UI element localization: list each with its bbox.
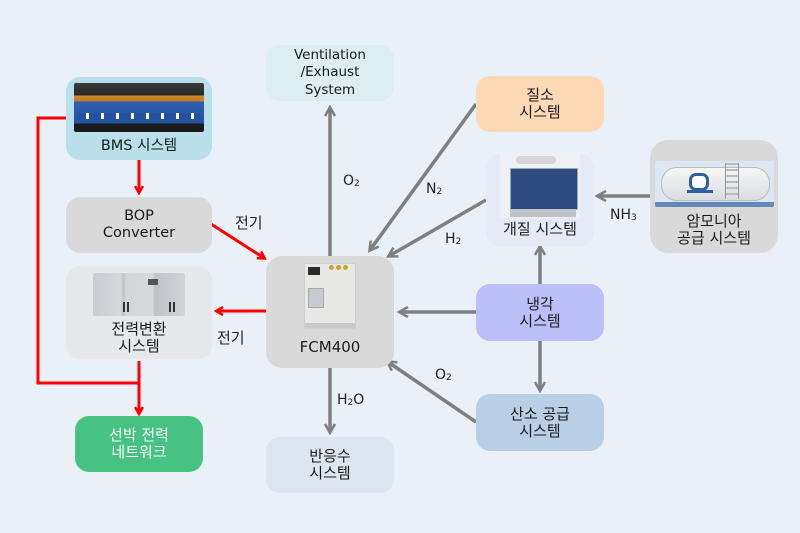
edge-nitrogen-to-fcm xyxy=(370,102,478,250)
h2-main: H xyxy=(445,231,456,247)
nitrogen-label: 질소 시스템 xyxy=(519,86,561,121)
edge-label-h2o: H2O xyxy=(337,392,364,408)
reformer-label: 개질 시스템 xyxy=(503,220,577,238)
edge-bop-to-fcm xyxy=(210,222,264,258)
h2o-sub: 2 xyxy=(347,398,354,408)
bms-label: BMS 시스템 xyxy=(100,138,178,154)
o2-sub: 2 xyxy=(354,179,360,189)
node-oxygen-supply-system[interactable]: 산소 공급 시스템 xyxy=(476,394,604,451)
edge-label-fcm-electricity: 전기 xyxy=(217,329,245,347)
nh3-sub: 3 xyxy=(631,213,637,223)
nh3-main: NH xyxy=(610,207,631,223)
edge-label-bop-electricity: 전기 xyxy=(235,214,263,232)
power-conversion-label: 전력변환 시스템 xyxy=(111,320,167,355)
edge-label-o2-ventilation: O2 xyxy=(343,173,360,189)
oxygen-supply-label: 산소 공급 시스템 xyxy=(510,404,570,440)
h2o-h: H xyxy=(337,392,348,408)
node-bop-converter[interactable]: BOP Converter xyxy=(66,197,212,253)
edge-reformer-to-fcm xyxy=(389,198,487,256)
edge-label-h2: H2 xyxy=(445,231,461,247)
edge-bms-bypass-to-network xyxy=(36,116,139,385)
ammonia-supply-label: 암모니아 공급 시스템 xyxy=(677,212,751,247)
edge-label-n2: N2 xyxy=(426,181,442,197)
cooling-label: 냉각 시스템 xyxy=(519,294,561,330)
node-bms-system[interactable]: BMS 시스템 xyxy=(66,77,212,160)
node-fcm400[interactable]: FCM400 xyxy=(266,256,394,368)
h2o-o: O xyxy=(353,392,365,408)
node-cooling-system[interactable]: 냉각 시스템 xyxy=(476,284,604,341)
power-cabinet-photo-icon xyxy=(93,273,185,316)
h2-sub: 2 xyxy=(455,237,462,247)
edge-label-nh3: NH3 xyxy=(610,207,637,223)
node-reformer-system[interactable]: 개질 시스템 xyxy=(486,154,594,246)
edge-label-o2-supply: O2 xyxy=(435,367,452,383)
ammonia-tank-photo-icon xyxy=(654,161,774,207)
node-ammonia-supply-system[interactable]: 암모니아 공급 시스템 xyxy=(650,140,778,253)
node-reaction-water-system[interactable]: 반응수 시스템 xyxy=(266,437,394,493)
node-ventilation-exhaust-system[interactable]: Ventilation /Exhaust System xyxy=(266,45,394,101)
node-ship-power-network[interactable]: 선박 전력 네트워크 xyxy=(75,416,203,472)
node-power-conversion-system[interactable]: 전력변환 시스템 xyxy=(66,266,212,359)
o2-main: O xyxy=(343,173,355,189)
o2-supply-main: O xyxy=(435,367,447,383)
o2-supply-sub: 2 xyxy=(446,373,452,383)
fuel-cell-module-photo-icon xyxy=(304,263,356,329)
battery-rack-photo-icon xyxy=(74,83,204,132)
ship-power-network-label: 선박 전력 네트워크 xyxy=(109,426,169,461)
edge-oxygen-supply-to-fcm xyxy=(388,362,477,424)
reformer-cabinet-photo-icon xyxy=(500,154,580,218)
n2-sub: 2 xyxy=(436,187,443,197)
ventilation-label: Ventilation /Exhaust System xyxy=(294,46,366,98)
fcm400-label: FCM400 xyxy=(299,338,361,356)
n2-main: N xyxy=(426,181,437,197)
bop-converter-label: BOP Converter xyxy=(102,208,176,241)
node-nitrogen-system[interactable]: 질소 시스템 xyxy=(476,76,604,132)
reaction-water-label: 반응수 시스템 xyxy=(309,447,351,482)
